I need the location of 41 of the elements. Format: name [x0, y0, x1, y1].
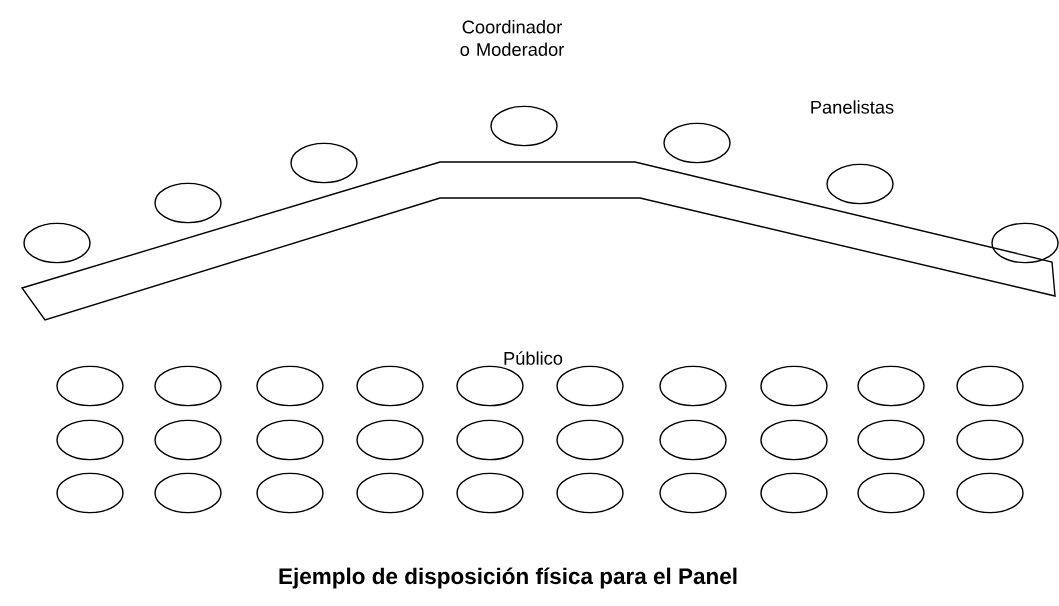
- seat-ellipse: [556, 472, 624, 514]
- seat-ellipse: [556, 365, 624, 407]
- seat-ellipse: [659, 365, 727, 407]
- seat-ellipse: [256, 472, 324, 514]
- seat-ellipse: [659, 472, 727, 514]
- seat-ellipse: [56, 365, 124, 407]
- seat-ellipse: [154, 472, 222, 514]
- seat-ellipse: [556, 419, 624, 461]
- label: Público: [504, 351, 563, 365]
- seat-ellipse: [154, 419, 222, 461]
- seat-ellipse: [290, 142, 358, 184]
- seat-ellipse: [256, 365, 324, 407]
- seat-ellipse: [760, 472, 828, 514]
- seat-ellipse: [490, 105, 558, 147]
- seat-ellipse: [760, 365, 828, 407]
- seat-ellipse: [456, 365, 524, 407]
- label: Coordinador o Moderador: [460, 20, 564, 56]
- seat-ellipse: [663, 122, 731, 164]
- seat-ellipse: [456, 472, 524, 514]
- seat-ellipse: [356, 472, 424, 514]
- seat-ellipse: [356, 419, 424, 461]
- seat-ellipse: [760, 419, 828, 461]
- seat-ellipse: [857, 472, 925, 514]
- seat-ellipse: [956, 472, 1024, 514]
- seat-ellipse: [956, 419, 1024, 461]
- label: Panelistas: [811, 100, 894, 114]
- seat-ellipse: [23, 222, 91, 264]
- seat-ellipse: [857, 419, 925, 461]
- seat-ellipse: [56, 472, 124, 514]
- seat-ellipse: [154, 365, 222, 407]
- caption: Ejemplo de disposición física para el Panel: [279, 567, 737, 589]
- seat-ellipse: [956, 365, 1024, 407]
- seat-ellipse: [56, 419, 124, 461]
- seat-ellipse: [154, 182, 222, 224]
- seat-ellipse: [826, 163, 894, 205]
- seat-ellipse: [456, 419, 524, 461]
- seat-ellipse: [659, 419, 727, 461]
- seat-ellipse: [857, 365, 925, 407]
- seat-ellipse: [991, 222, 1059, 264]
- seat-ellipse: [256, 419, 324, 461]
- seat-ellipse: [356, 365, 424, 407]
